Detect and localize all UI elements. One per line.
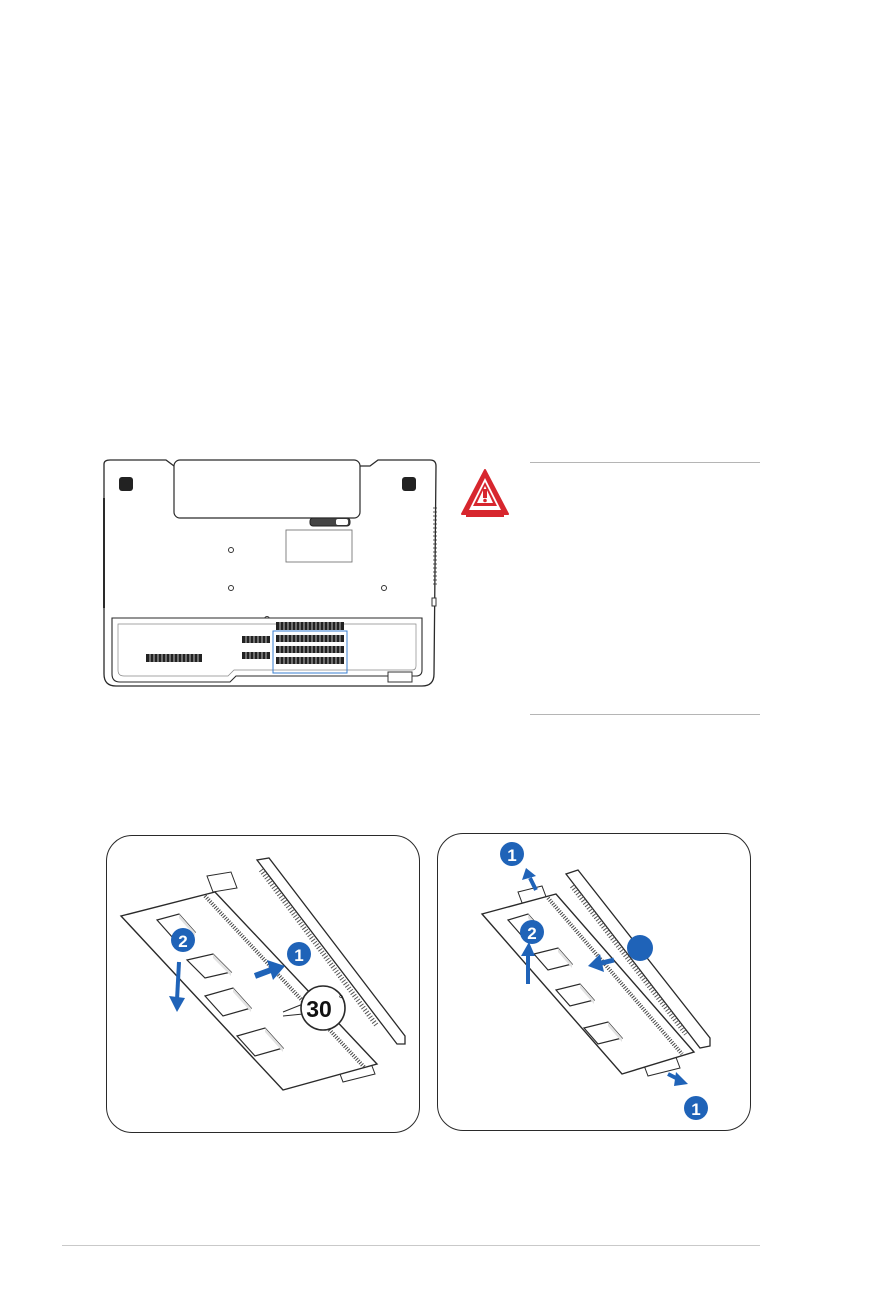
footer-divider (62, 1245, 760, 1246)
laptop-bottom-illustration (100, 458, 445, 692)
warning-icon (460, 468, 510, 520)
remove-callout-2: 2 (527, 924, 536, 943)
angle-value: 30 (306, 996, 332, 1022)
install-memory-panel: 2 1 30 ° (106, 835, 420, 1133)
install-callout-1: 1 (294, 946, 303, 965)
remove-memory-panel: 1 2 1 (437, 833, 751, 1131)
top-divider (530, 462, 760, 463)
remove-callout-top: 1 (507, 846, 516, 865)
remove-callout-bottom: 1 (691, 1100, 700, 1119)
install-callout-2: 2 (178, 932, 187, 951)
angle-unit: ° (339, 992, 344, 1006)
warning-bottom-divider (530, 714, 760, 715)
